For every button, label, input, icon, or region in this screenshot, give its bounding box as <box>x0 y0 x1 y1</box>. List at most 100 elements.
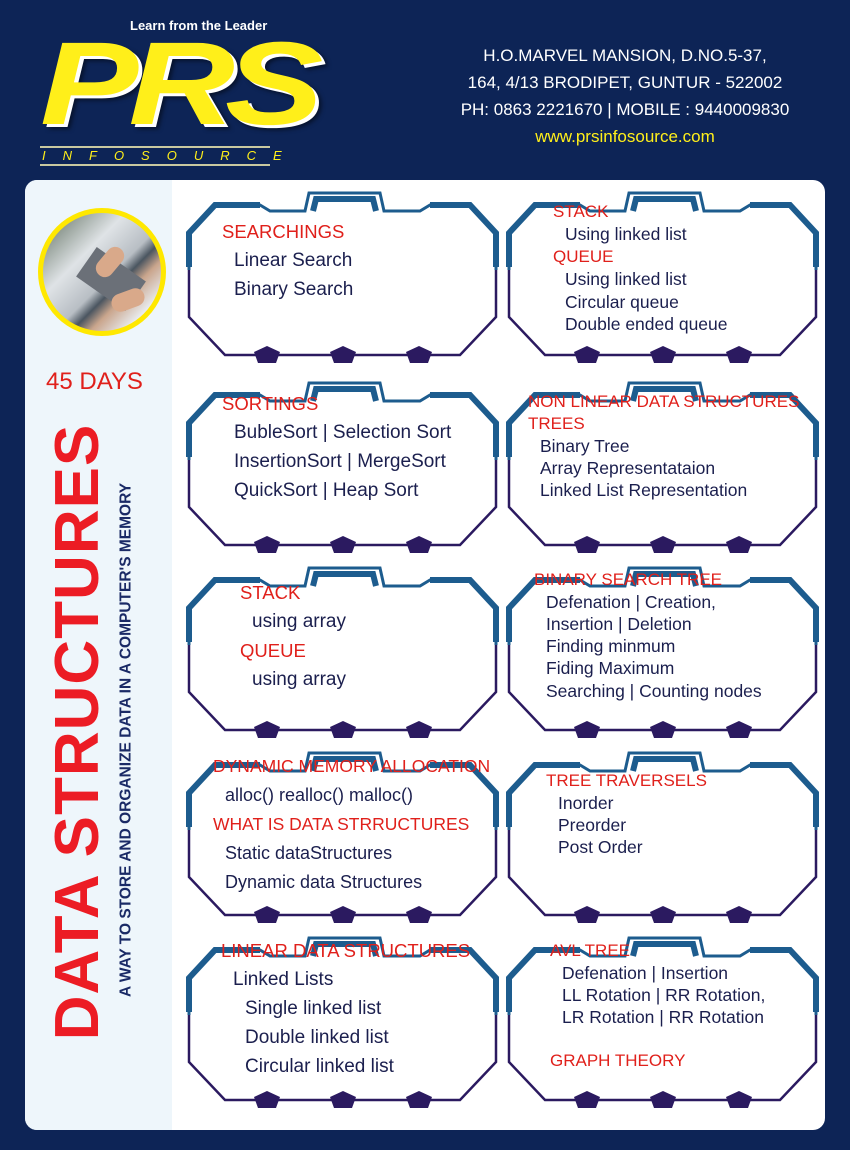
pentagon-ornament <box>406 346 432 363</box>
pentagon-ornament <box>650 536 676 553</box>
topic-item: Circular queue <box>565 291 679 312</box>
topic-heading: NON LINEAR DATA STRUCTURES <box>528 391 800 411</box>
topic-item: Insertion | Deletion <box>546 613 692 634</box>
topic-item: Static dataStructures <box>225 843 393 864</box>
pentagon-ornament <box>406 906 432 923</box>
sidebar: 45 DAYS DATA STRUCTURES A WAY TO STORE A… <box>25 180 172 1130</box>
topic-item: LL Rotation | RR Rotation, <box>562 984 766 1005</box>
pentagon-ornament <box>726 536 752 553</box>
card-frame <box>506 381 819 553</box>
topic-item: alloc() realloc() malloc() <box>225 785 414 806</box>
pentagon-ornament <box>650 346 676 363</box>
topic-item: InsertionSort | MergeSort <box>234 450 446 472</box>
pentagon-ornament <box>330 1091 356 1108</box>
topic-item: Post Order <box>558 837 643 858</box>
logo-text: PRS <box>40 18 323 150</box>
topic-heading: AVL TREE <box>550 940 630 960</box>
topic-item: Array Representataion <box>540 457 716 478</box>
topic-heading: TREES <box>528 413 585 433</box>
topic-item: Single linked list <box>245 997 382 1019</box>
pentagon-ornament <box>574 1091 600 1108</box>
pentagon-ornament <box>650 1091 676 1108</box>
topic-item: Linked List Representation <box>540 479 748 500</box>
pentagon-ornament <box>254 906 280 923</box>
pentagon-ornament <box>406 536 432 553</box>
topic-heading: QUEUE <box>553 246 614 266</box>
pentagon-ornament <box>330 346 356 363</box>
address-line-2: 164, 4/13 BRODIPET, GUNTUR - 522002 <box>467 73 783 92</box>
card-frame <box>186 191 499 363</box>
content-panel: 45 DAYS DATA STRUCTURES A WAY TO STORE A… <box>25 180 825 1130</box>
pentagon-ornament <box>574 536 600 553</box>
pentagon-ornament <box>330 721 356 738</box>
topic-item: Fiding Maximum <box>546 658 675 679</box>
card-frame <box>186 936 499 1108</box>
card-frame <box>506 936 819 1108</box>
pentagon-ornament <box>330 536 356 553</box>
laptop-photo <box>38 208 166 336</box>
topic-item: Defenation | Insertion <box>562 962 729 983</box>
pentagon-ornament <box>650 906 676 923</box>
phone-line: PH: 0863 2221670 | MOBILE : 9440009830 <box>460 100 790 119</box>
pentagon-ornament <box>726 346 752 363</box>
prs-logo: PRS INFOSOURCE <box>38 18 323 166</box>
topic-item: Preorder <box>558 815 627 836</box>
topic-heading: SORTINGS <box>222 392 319 414</box>
pentagon-ornament <box>254 346 280 363</box>
card-frame <box>186 751 499 923</box>
topic-item: Binary Tree <box>540 435 630 456</box>
pentagon-ornament <box>650 721 676 738</box>
card-frame <box>506 191 819 363</box>
course-subtitle: A WAY TO STORE AND ORGANIZE DATA IN A CO… <box>117 482 135 998</box>
topic-heading: STACK <box>240 581 301 603</box>
pentagon-ornament <box>726 1091 752 1108</box>
topic-item: LR Rotation | RR Rotation <box>562 1006 765 1027</box>
topic-item: Linked Lists <box>233 968 334 990</box>
topic-item: Searching | Counting nodes <box>546 680 762 701</box>
topic-item: Inorder <box>558 792 614 813</box>
contact-block: H.O.MARVEL MANSION, D.NO.5-37, 164, 4/13… <box>420 42 830 150</box>
topic-heading: QUEUE <box>240 639 306 661</box>
topic-item: Binary Search <box>234 278 354 300</box>
topic-item: Linear Search <box>234 249 353 271</box>
topic-heading: GRAPH THEORY <box>550 1050 686 1070</box>
pentagon-ornament <box>406 1091 432 1108</box>
topic-heading: DYNAMIC MEMORY ALLOCATION <box>213 756 491 777</box>
topic-item: using array <box>252 668 346 690</box>
pentagon-ornament <box>574 906 600 923</box>
website-link[interactable]: www.prsinfosource.com <box>535 127 715 146</box>
topic-item: QuickSort | Heap Sort <box>234 479 419 501</box>
topic-heading: SEARCHINGS <box>222 220 345 242</box>
topic-heading: LINEAR DATA STRUCTURES <box>221 939 471 961</box>
pentagon-ornament <box>726 906 752 923</box>
topic-heading: TREE TRAVERSELS <box>546 770 707 790</box>
pentagon-ornament <box>254 536 280 553</box>
tagline: Learn from the Leader <box>130 18 268 33</box>
duration-label: 45 DAYS <box>46 368 143 395</box>
card-frame <box>186 381 499 553</box>
card-frame <box>186 566 499 738</box>
pentagon-ornament <box>330 906 356 923</box>
topic-item: Using linked list <box>565 224 687 244</box>
logo-subtext: INFOSOURCE <box>40 146 282 166</box>
topic-item: Double ended queue <box>565 314 728 334</box>
topic-item: Dynamic data Structures <box>225 872 423 893</box>
topic-item: Double linked list <box>245 1026 389 1048</box>
pentagon-ornament <box>574 721 600 738</box>
topic-item: using array <box>252 610 346 632</box>
topic-item: BubleSort | Selection Sort <box>234 421 452 443</box>
topic-item: Defenation | Creation, <box>546 591 716 612</box>
topic-item: Using linked list <box>565 269 687 289</box>
course-title: DATA STRUCTURES <box>43 423 112 1041</box>
pentagon-ornament <box>254 721 280 738</box>
topic-item: Circular linked list <box>245 1055 394 1077</box>
